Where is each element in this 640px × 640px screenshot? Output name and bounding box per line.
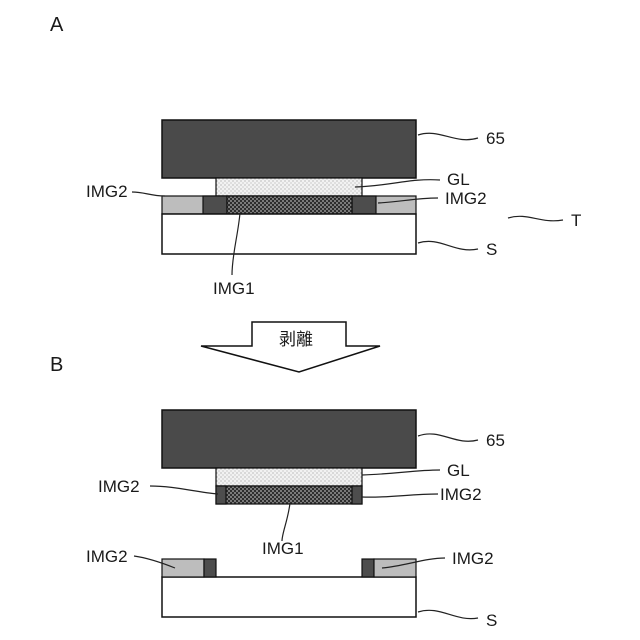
leader-t [508,216,563,221]
leader-65 [418,133,478,139]
img2-block-left [203,196,227,214]
img2-edge-left-b [216,486,226,504]
img1-layer [227,196,352,214]
peel-arrow: 剥離 [201,322,380,372]
panel-b: B 65 GL IMG2 IMG2 IMG1 IMG2 IMG2 S [50,354,505,630]
label-img1: IMG1 [213,279,255,298]
glass-layer [216,178,362,196]
img2-remain-left [162,559,204,577]
img2-remain-right [374,559,416,577]
head-block-b [162,410,416,468]
panel-a: A 65 GL IMG2 IMG2 T S IMG1 [50,14,581,298]
glass-layer-b [216,468,362,486]
head-block [162,120,416,178]
label-img2-left-upper: IMG2 [98,477,140,496]
leader-img1-b [282,503,290,541]
label-65: 65 [486,129,505,148]
leader-img2-right-upper [362,494,438,497]
label-gl-b: GL [447,461,470,480]
label-img2-right-upper: IMG2 [440,485,482,504]
leader-s [418,241,478,250]
panel-b-letter: B [50,354,63,376]
label-img2-right-lower: IMG2 [452,549,494,568]
img2-remain-right-dark [362,559,374,577]
leader-img2-left-upper [150,486,218,494]
img2-block-right [352,196,376,214]
img2-edge-right-b [352,486,362,504]
substrate-b [162,577,416,617]
leader-gl [355,180,440,187]
label-img2-left: IMG2 [86,182,128,201]
arrow-label: 剥離 [279,330,313,349]
label-s-b: S [486,611,497,630]
label-s: S [486,240,497,259]
leader-img2-left [132,192,165,196]
label-65-b: 65 [486,431,505,450]
label-img2-left-lower: IMG2 [86,547,128,566]
leader-gl-b [362,470,440,475]
label-img1-b: IMG1 [262,539,304,558]
substrate [162,214,416,254]
leader-65-b [418,434,478,441]
leader-s-b [418,610,478,618]
label-img2-right: IMG2 [445,189,487,208]
panel-a-letter: A [50,14,64,36]
img1-layer-b [216,486,362,504]
label-gl: GL [447,170,470,189]
img2-remain-left-dark [204,559,216,577]
label-t: T [571,211,581,230]
